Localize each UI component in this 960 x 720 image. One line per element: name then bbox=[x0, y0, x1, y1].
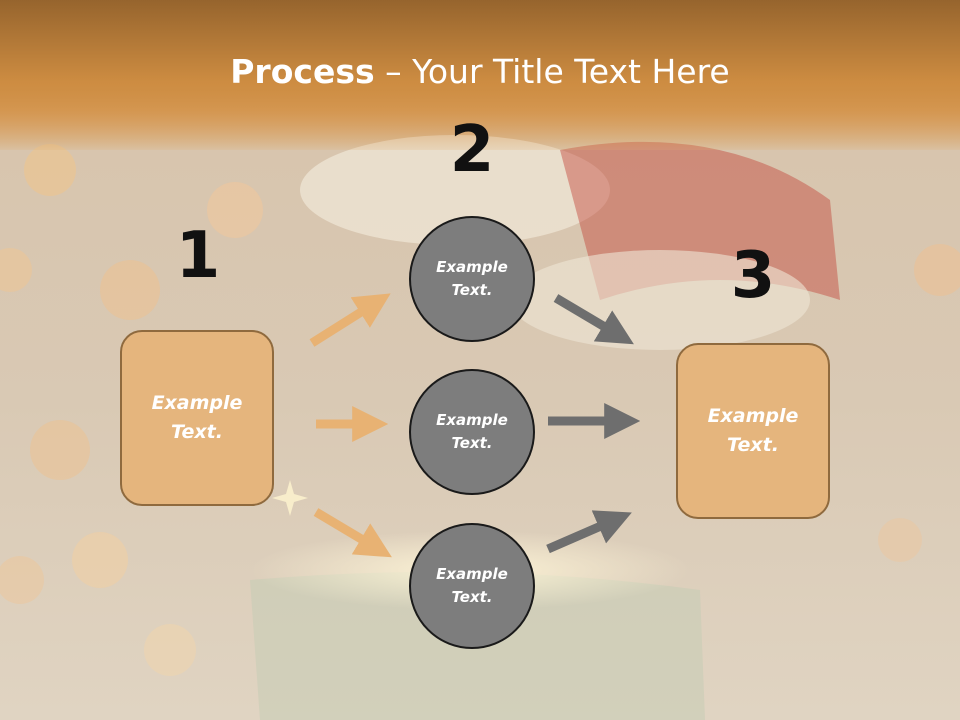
step-2-circle-top: Example Text. bbox=[409, 216, 535, 342]
step-number-2: 2 bbox=[449, 113, 495, 187]
title-band bbox=[0, 0, 960, 150]
step-1-text: Example Text. bbox=[151, 392, 243, 443]
title-rest: – Your Title Text Here bbox=[374, 52, 730, 91]
step-3-box: Example Text. bbox=[676, 343, 830, 519]
step-2-circle-middle: Example Text. bbox=[409, 369, 535, 495]
circle-middle-text: Example Text. bbox=[436, 411, 508, 452]
step-number-1: 1 bbox=[175, 219, 221, 293]
step-2-circle-bottom: Example Text. bbox=[409, 523, 535, 649]
arrow-gray-up bbox=[546, 510, 632, 554]
step-1-box: Example Text. bbox=[120, 330, 274, 506]
arrow-gray-down bbox=[553, 294, 634, 345]
step-number-3: 3 bbox=[730, 239, 776, 313]
slide-title: Process – Your Title Text Here bbox=[0, 52, 960, 91]
step-3-text: Example Text. bbox=[707, 405, 799, 456]
title-bold: Process bbox=[230, 52, 375, 91]
circle-bottom-text: Example Text. bbox=[436, 565, 508, 606]
arrow-orange-down bbox=[313, 508, 392, 558]
circle-top-text: Example Text. bbox=[436, 258, 508, 299]
arrow-orange-up bbox=[309, 293, 391, 347]
